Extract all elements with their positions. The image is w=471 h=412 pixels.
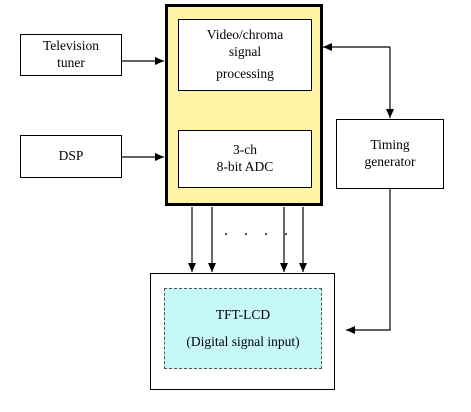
ellipsis-dots: . . . . [224, 222, 294, 239]
dsp-label: DSP [58, 148, 84, 164]
tft-lcd-title: TFT-LCD [215, 306, 271, 322]
video-chroma-label-line3: processing [216, 65, 274, 81]
television-tuner-label-line1: Television [42, 38, 100, 54]
tft-lcd-panel: TFT-LCD (Digital signal input) [164, 288, 322, 369]
video-chroma-label-line1: Video/chroma [206, 27, 284, 43]
adc-box: 3-ch 8-bit ADC [178, 130, 312, 188]
timing-generator-label-line1: Timing [370, 137, 410, 153]
video-chroma-label-line2: signal [228, 44, 262, 60]
television-tuner-label-line2: tuner [57, 55, 85, 70]
adc-label-line1: 3-ch [233, 142, 257, 158]
video-chroma-processing-box: Video/chroma signal processing [178, 19, 312, 91]
television-tuner-box: Television tuner [20, 34, 122, 76]
tft-lcd-subtitle: (Digital signal input) [186, 333, 300, 349]
dsp-box: DSP [20, 135, 122, 178]
timing-generator-box: Timing generator [336, 119, 444, 189]
arrow-timing-to-lcd [346, 189, 391, 334]
timing-generator-label-line2: generator [364, 154, 416, 169]
adc-label-line2: 8-bit ADC [216, 159, 274, 174]
